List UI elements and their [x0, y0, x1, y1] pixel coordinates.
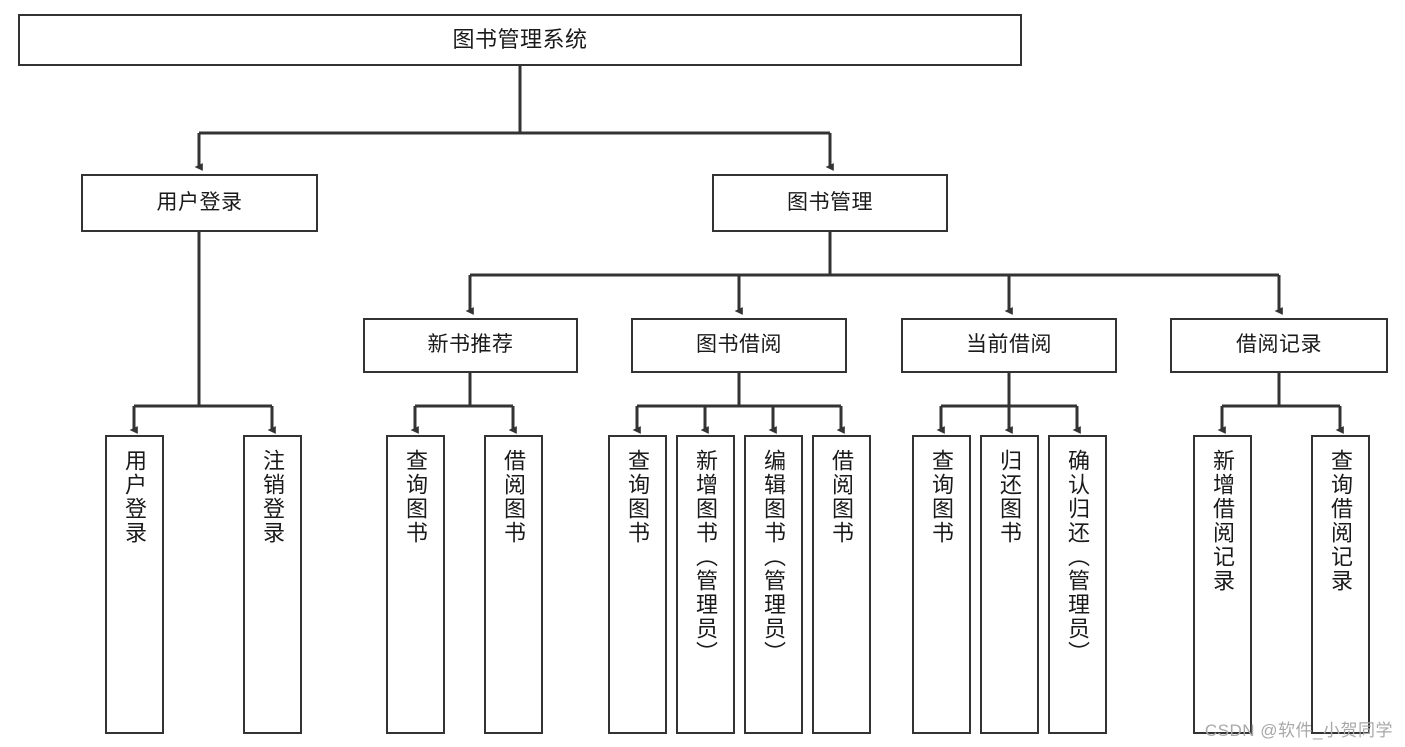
- node-label: 新增借阅记录: [1210, 449, 1236, 593]
- node-label: 查询图书: [403, 449, 429, 545]
- node-label: 图书管理: [787, 190, 873, 214]
- node-current-borrow[interactable]: 当前借阅: [901, 318, 1117, 373]
- leaf-confirm-return[interactable]: 确认归还（管理员）: [1048, 435, 1107, 734]
- leaf-add-book[interactable]: 新增图书（管理员）: [676, 435, 735, 734]
- node-label: 图书管理系统: [452, 27, 588, 53]
- node-label: 图书借阅: [696, 333, 782, 357]
- node-new-book-recommend[interactable]: 新书推荐: [363, 318, 578, 373]
- leaf-borrow-book-recommend[interactable]: 借阅图书: [484, 435, 543, 734]
- node-label: 新书推荐: [427, 333, 514, 357]
- leaf-edit-book[interactable]: 编辑图书（管理员）: [744, 435, 803, 734]
- node-label: 查询图书: [625, 449, 651, 545]
- node-borrow-record[interactable]: 借阅记录: [1170, 318, 1388, 373]
- leaf-query-book-current[interactable]: 查询图书: [912, 435, 971, 734]
- leaf-query-book-borrow[interactable]: 查询图书: [608, 435, 667, 734]
- node-label: 归还图书: [997, 449, 1023, 545]
- leaf-user-login[interactable]: 用户登录: [105, 435, 164, 734]
- node-label: 确认归还（管理员）: [1065, 449, 1091, 665]
- node-label: 查询借阅记录: [1328, 449, 1354, 593]
- node-label: 当前借阅: [966, 333, 1052, 357]
- node-label: 借阅记录: [1236, 333, 1322, 357]
- node-label: 编辑图书（管理员）: [761, 449, 787, 665]
- node-user-login[interactable]: 用户登录: [81, 174, 318, 232]
- leaf-query-borrow-record[interactable]: 查询借阅记录: [1311, 435, 1370, 734]
- leaf-borrow-book[interactable]: 借阅图书: [812, 435, 871, 734]
- leaf-add-borrow-record[interactable]: 新增借阅记录: [1193, 435, 1252, 734]
- node-label: 借阅图书: [829, 449, 855, 545]
- watermark-text: CSDN @软件_小贺同学: [1204, 721, 1393, 740]
- leaf-return-book[interactable]: 归还图书: [980, 435, 1039, 734]
- node-label: 借阅图书: [501, 449, 527, 545]
- node-label: 查询图书: [929, 449, 955, 545]
- leaf-logout[interactable]: 注销登录: [243, 435, 302, 734]
- node-label: 用户登录: [156, 190, 243, 214]
- leaf-query-book-recommend[interactable]: 查询图书: [386, 435, 445, 734]
- node-book-borrow[interactable]: 图书借阅: [631, 318, 847, 373]
- node-book-management[interactable]: 图书管理: [712, 174, 948, 232]
- node-label: 注销登录: [260, 449, 286, 545]
- node-label: 新增图书（管理员）: [693, 449, 719, 665]
- node-root-book-management-system[interactable]: 图书管理系统: [18, 14, 1022, 66]
- node-label: 用户登录: [122, 449, 148, 545]
